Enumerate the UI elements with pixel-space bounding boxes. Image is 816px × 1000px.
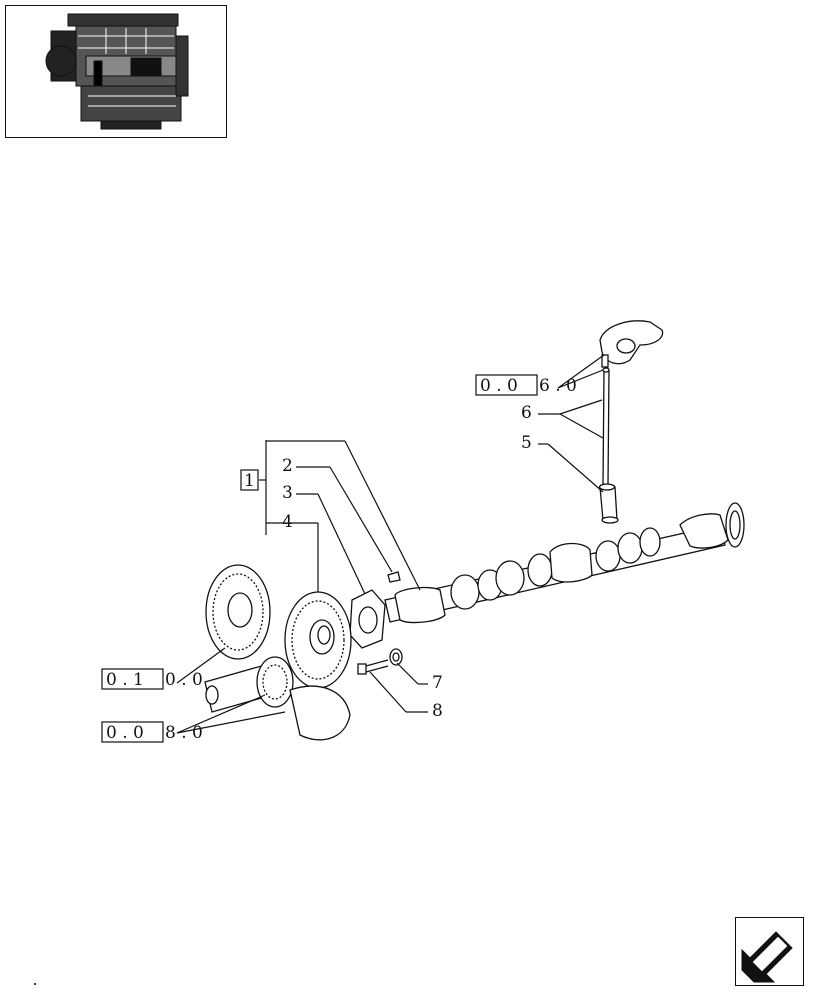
thrust-plate bbox=[349, 589, 386, 649]
ref-trail: 8 . 0 bbox=[165, 723, 203, 743]
svg-text:1: 1 bbox=[244, 471, 255, 491]
next-page-button[interactable] bbox=[735, 917, 804, 986]
part-label-5: 5 bbox=[521, 433, 532, 453]
part-label-3: 3 bbox=[282, 483, 293, 503]
ref-code: 0 . 0 bbox=[480, 376, 518, 396]
part-label-2: 2 bbox=[282, 456, 293, 476]
page-dot bbox=[34, 983, 36, 985]
ref-code: 0 . 0 bbox=[106, 723, 144, 743]
ref-box-060[interactable]: 0 . 0 6 . 0 bbox=[475, 374, 577, 396]
idler-gear bbox=[205, 564, 271, 660]
washer bbox=[389, 648, 403, 666]
ref-trail: 6 . 0 bbox=[539, 376, 577, 396]
bolt bbox=[357, 659, 389, 675]
ref-trail: 0 . 0 bbox=[165, 670, 203, 690]
part-label-4: 4 bbox=[282, 512, 293, 532]
ref-box-080[interactable]: 0 . 0 8 . 0 bbox=[101, 721, 203, 743]
ref-box-100[interactable]: 0 . 1 0 . 0 bbox=[101, 668, 203, 690]
engine-icon bbox=[45, 13, 189, 130]
part-label-8: 8 bbox=[432, 701, 443, 721]
part-label-6: 6 bbox=[521, 403, 532, 423]
pushrod bbox=[601, 354, 610, 486]
woodruff-key bbox=[387, 571, 401, 583]
tappet bbox=[598, 483, 619, 524]
group-label: 1 bbox=[240, 469, 259, 491]
camshaft bbox=[384, 502, 745, 624]
engine-thumbnail bbox=[5, 5, 227, 138]
next-page-arrow-icon bbox=[741, 931, 793, 983]
crankshaft bbox=[204, 656, 351, 741]
ref-code: 0 . 1 bbox=[106, 670, 144, 690]
camshaft-gear bbox=[284, 591, 352, 689]
part-label-7: 7 bbox=[432, 673, 443, 693]
rocker-arm bbox=[599, 320, 664, 365]
